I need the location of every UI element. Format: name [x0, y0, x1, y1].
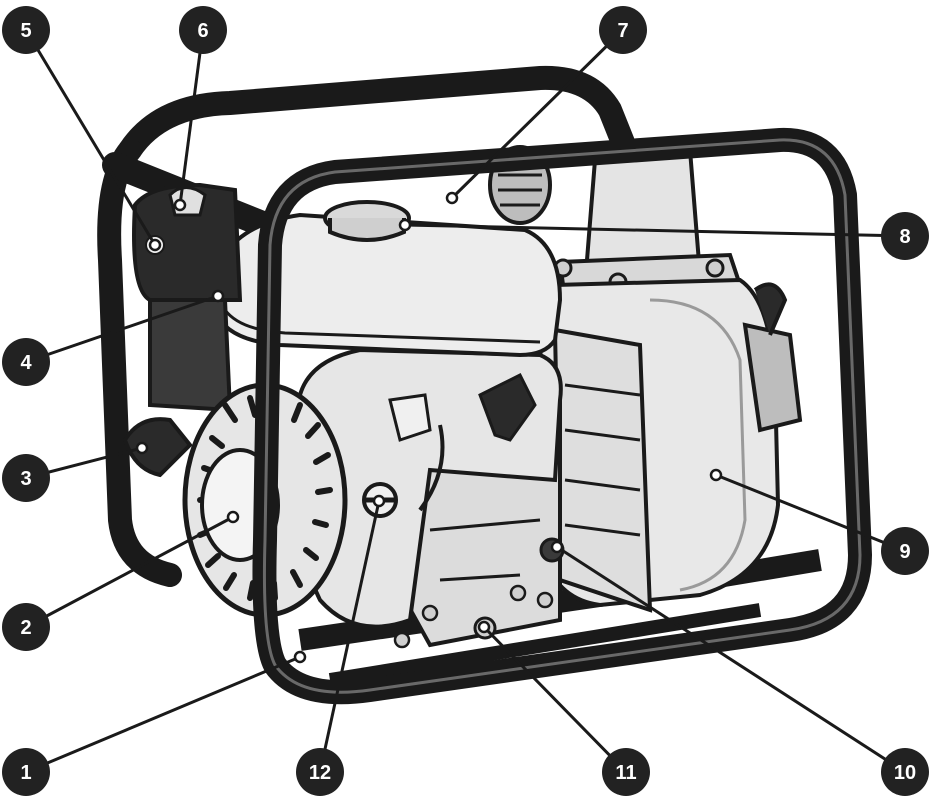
fuel-cap-ridges [328, 218, 406, 242]
callout-1: 1 [2, 650, 307, 796]
callout-10: 10 [550, 540, 929, 796]
callout-badge [602, 748, 650, 796]
callout-9: 9 [709, 468, 929, 575]
callout-8: 8 [398, 212, 929, 260]
callout-2: 2 [2, 510, 240, 651]
choke-lever [388, 393, 432, 442]
base-rail-lower [328, 603, 762, 687]
front-frame-highlight [262, 138, 862, 694]
front-frame [252, 127, 872, 705]
throttle-lever [478, 372, 537, 442]
callout-badge [2, 603, 50, 651]
callout-target-dot [398, 218, 412, 232]
suction-coupling [742, 322, 803, 433]
fuel-valve-lever [122, 417, 193, 478]
callout-leader-line [24, 29, 157, 246]
rear-frame [118, 65, 652, 197]
callout-badge [599, 6, 647, 54]
callout-target-dot [445, 191, 459, 205]
callout-target-dot [211, 289, 225, 303]
callout-leader-line [318, 500, 381, 773]
callout-badge [2, 6, 50, 54]
callout-number: 6 [197, 20, 208, 42]
callout-leader-line [25, 515, 234, 629]
callout-6: 6 [173, 6, 227, 212]
callout-number: 9 [899, 541, 910, 563]
mount-ribs [564, 383, 641, 537]
callout-number: 2 [20, 617, 31, 639]
callout-target-dot [477, 620, 491, 634]
callout-number: 3 [20, 468, 31, 490]
callout-badge [179, 6, 227, 54]
callout-leader-line [482, 625, 628, 774]
callout-7: 7 [445, 6, 647, 205]
callout-leader-line [715, 473, 906, 553]
callout-target-dot [709, 468, 723, 482]
callout-target-dot [226, 510, 240, 524]
callout-12: 12 [296, 494, 386, 796]
callout-number: 7 [617, 20, 628, 42]
fuel-tank-seam [223, 309, 541, 344]
callout-badge [296, 748, 344, 796]
pump-housing-shade [649, 298, 747, 592]
callout-target-dot [550, 540, 564, 554]
callout-badge [2, 338, 50, 386]
crankcase-bolt [393, 631, 411, 649]
callout-11: 11 [477, 620, 650, 796]
spark-plug-wire [418, 424, 445, 512]
callout-leader-line [404, 223, 906, 238]
callout-leader-line [178, 29, 205, 206]
callout-number: 12 [309, 762, 331, 784]
crankcase-bolt [509, 584, 527, 602]
callout-badge [2, 454, 50, 502]
callout-leader-line [25, 294, 219, 364]
callout-target-dot [173, 198, 187, 212]
callout-number: 4 [20, 352, 32, 374]
callout-number: 8 [899, 226, 910, 248]
callout-leader-line [450, 28, 625, 200]
callout-number: 10 [894, 762, 916, 784]
callout-number: 11 [615, 762, 636, 784]
callout-target-dot [372, 494, 386, 508]
callout-badge [881, 748, 929, 796]
callout-target-dot [293, 650, 307, 664]
crankcase-bolt [536, 591, 554, 609]
suction-coupling-handle [753, 282, 788, 336]
callout-leader-line [556, 545, 906, 774]
callout-target-dot [135, 441, 149, 455]
callout-3: 3 [2, 441, 149, 502]
callout-target-dot [148, 238, 162, 252]
crankcase-bolt [421, 604, 439, 622]
callout-5: 5 [2, 6, 162, 252]
callout-badge [2, 748, 50, 796]
callout-badge [881, 527, 929, 575]
pump-mount-plate [552, 327, 653, 613]
callout-badge [881, 212, 929, 260]
callout-4: 4 [2, 289, 225, 386]
flange-bolt [705, 258, 725, 278]
callout-number: 5 [20, 20, 31, 42]
pump-illustration [97, 65, 872, 705]
callout-leader-line [25, 655, 301, 774]
callout-number: 1 [20, 762, 31, 784]
